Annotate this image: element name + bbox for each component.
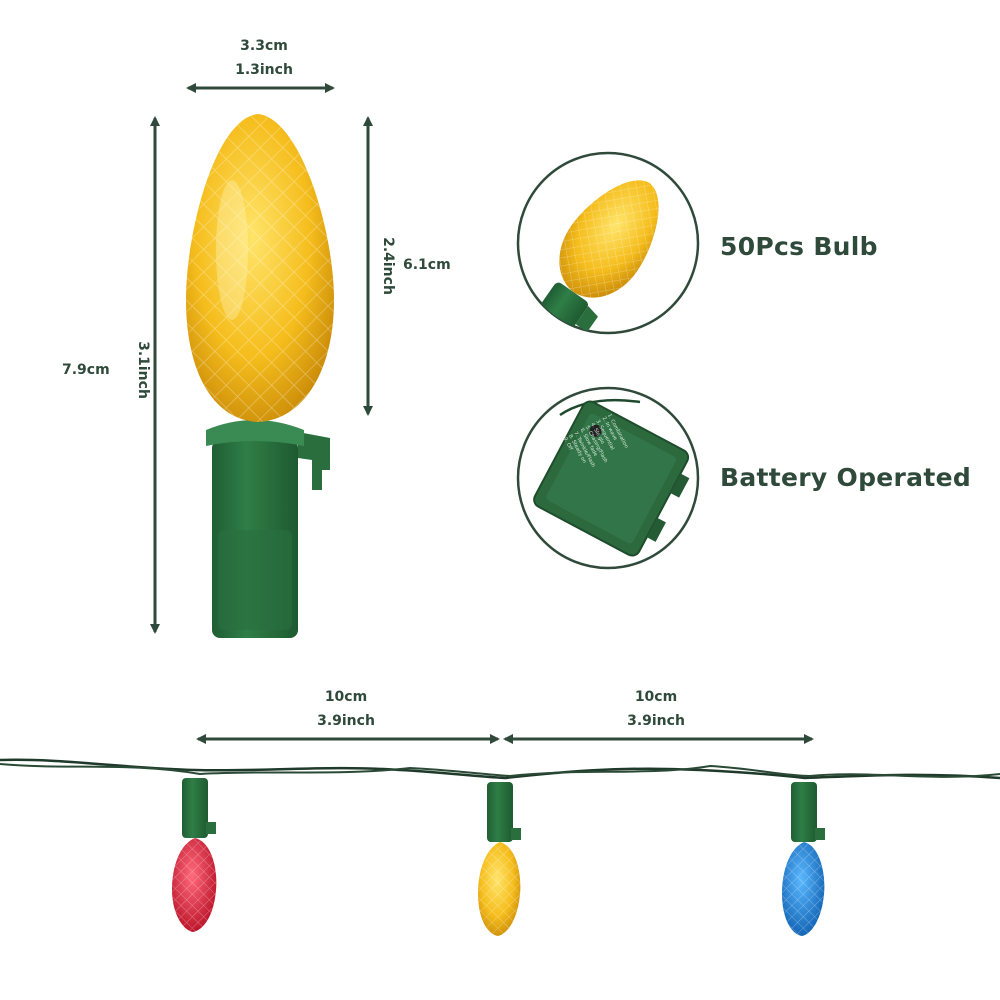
spacing-left-inch-label: 3.9inch <box>317 713 375 729</box>
total-height-inch-label: 3.1inch <box>135 341 151 399</box>
red-bulb <box>172 778 217 932</box>
spacing-left-cm-label: 10cm <box>324 689 368 705</box>
total-height-cm-label: 7.9cm <box>62 362 110 378</box>
bulb-width-cm-label: 3.3cm <box>240 38 288 54</box>
blue-bulb <box>782 782 825 936</box>
bulb-height-cm-label: 6.1cm <box>403 257 451 273</box>
bulb-detail-circle <box>516 151 700 335</box>
battery-detail-circle <box>516 386 700 570</box>
battery-operated-label: Battery Operated <box>720 463 972 492</box>
bulbs-count-label: 50Pcs Bulb <box>720 232 878 261</box>
bulb-height-inch-label: 2.4inch <box>380 237 396 295</box>
yellow-bulb <box>478 782 521 936</box>
spacing-right-inch-label: 3.9inch <box>627 713 685 729</box>
string-wire <box>0 758 1000 780</box>
spacing-right-cm-label: 10cm <box>634 689 678 705</box>
large-yellow-bulb <box>186 114 334 638</box>
bulb-width-inch-label: 1.3inch <box>235 62 293 78</box>
